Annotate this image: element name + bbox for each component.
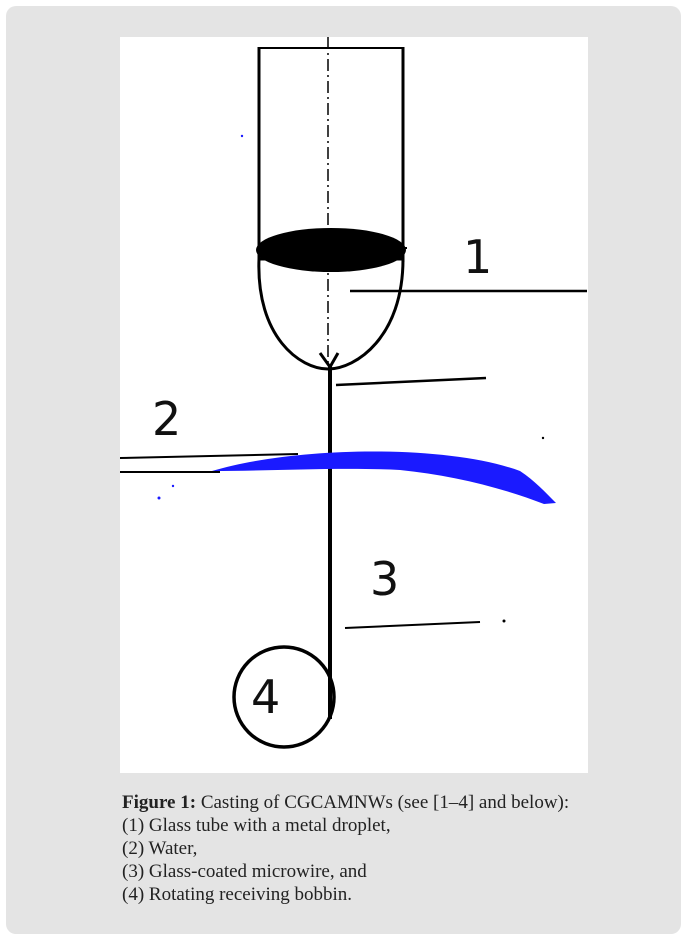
water-line-top [120,453,299,459]
metal-droplet [256,228,406,272]
caption-item-4: (4) Rotating receiving bobbin. [122,884,353,905]
figure-diagram: 1 2 3 4 [120,37,588,773]
label-2: 2 [152,392,181,446]
droplet-cup [257,257,405,371]
water-speck-1 [157,496,161,500]
dot-3 [502,619,506,623]
label-4: 4 [251,670,280,724]
caption-item-1: (1) Glass tube with a metal droplet, [122,815,391,836]
caption-title-line: Figure 1: Casting of CGCAMNWs (see [1–4]… [122,791,682,814]
leader-line-3 [344,621,481,629]
label-3: 3 [370,552,399,606]
leader-line-nozzle [335,376,487,387]
caption-item-3: (3) Glass-coated microwire, and [122,861,367,882]
figure-card: 1 2 3 4 Figure 1: Casting of CGCAMNWs (s… [6,6,681,934]
caption-title: Casting of CGCAMNWs (see [1–4] and below… [196,792,570,813]
dot-misc-1 [240,134,244,138]
caption-label: Figure 1: [122,792,197,813]
label-1: 1 [463,230,492,284]
caption-item-2: (2) Water, [122,838,198,859]
figure-caption: Figure 1: Casting of CGCAMNWs (see [1–4]… [122,791,682,906]
casting-diagram: 1 2 3 4 [120,37,587,749]
water-surface [212,451,556,504]
bobbin [232,645,336,749]
dot-misc-2 [541,436,545,440]
water-speck-2 [171,484,175,488]
